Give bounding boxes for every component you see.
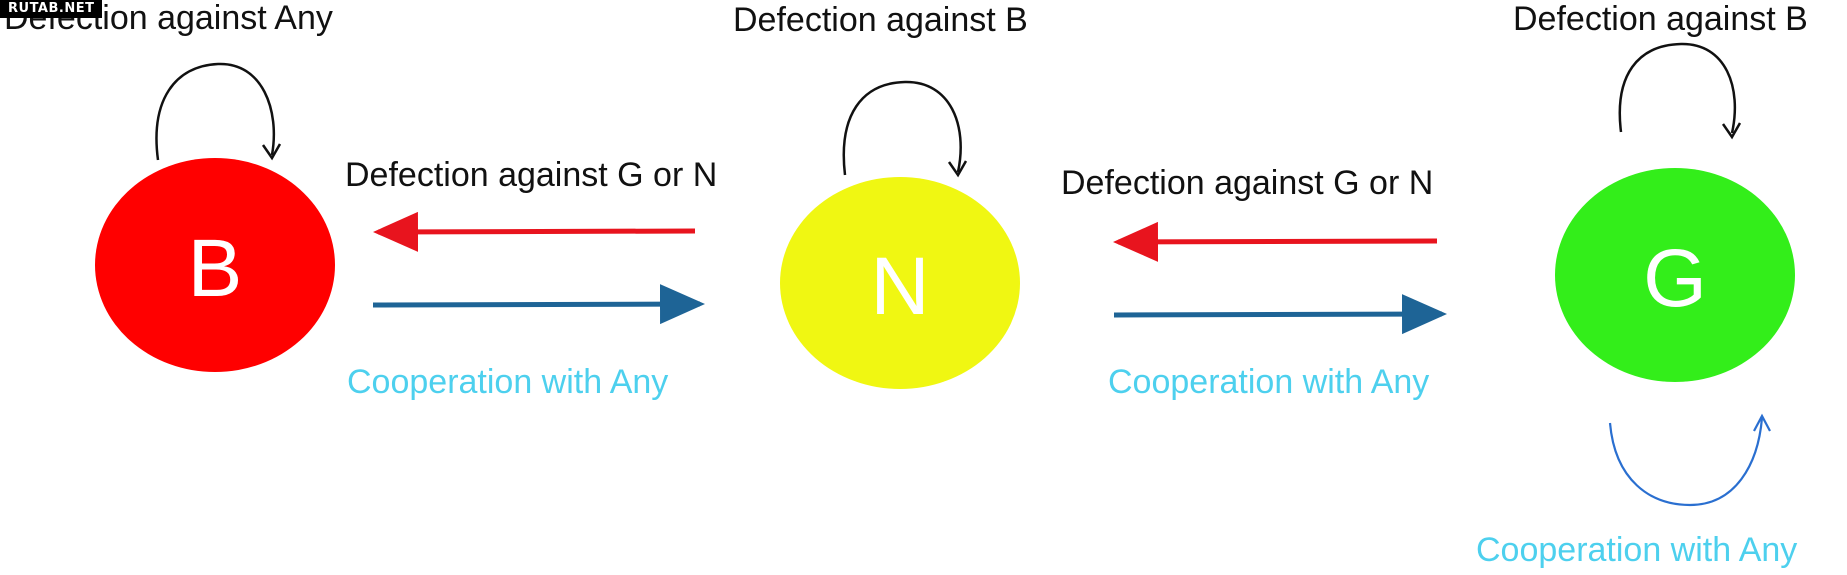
arrow-b-to-n-cooperation [372, 284, 705, 325]
label-g-self-loop-top: Defection against B [1513, 0, 1808, 38]
self-loop-g-top [1618, 42, 1742, 140]
node-n [780, 177, 1020, 389]
label-b-to-n: Cooperation with Any [347, 363, 669, 401]
node-g-label: G [1643, 233, 1707, 324]
label-n-to-b: Defection against G or N [345, 156, 718, 194]
label-n-to-g: Cooperation with Any [1108, 363, 1430, 401]
arrow-n-to-b-defection [373, 211, 696, 252]
watermark: RUTAB.NET [0, 0, 103, 18]
arrow-g-to-n-defection [1113, 221, 1438, 262]
self-loop-n [842, 80, 968, 178]
node-b [95, 158, 335, 372]
node-b-label: B [188, 223, 243, 314]
arrow-n-to-g-cooperation [1113, 294, 1447, 335]
node-g [1555, 168, 1795, 382]
label-n-self-loop: Defection against B [733, 1, 1028, 39]
label-g-self-loop-bottom: Cooperation with Any [1476, 531, 1798, 569]
node-n-label: N [870, 241, 929, 332]
self-loop-g-bottom [1608, 413, 1771, 507]
self-loop-b [155, 62, 282, 161]
label-g-to-n: Defection against G or N [1061, 164, 1434, 202]
